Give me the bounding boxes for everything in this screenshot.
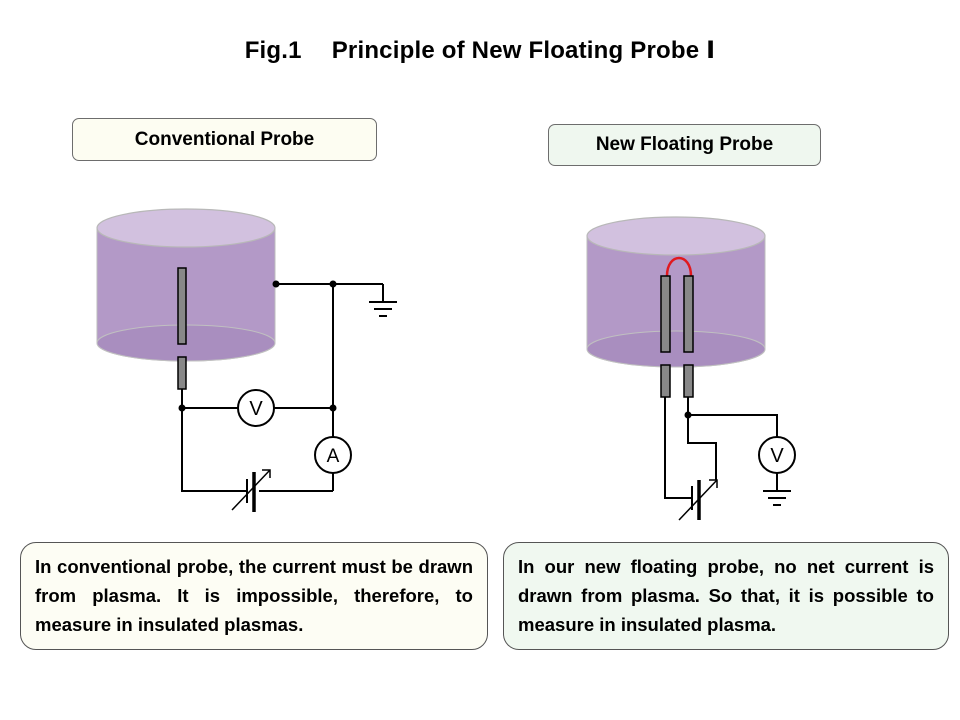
probe-rod-left xyxy=(177,267,187,345)
new-floating-probe-label: New Floating Probe xyxy=(548,124,821,166)
probe-rod-right-b xyxy=(683,275,694,353)
figure-number: Fig.1 xyxy=(244,37,302,64)
ammeter-icon: A xyxy=(314,436,352,474)
wire-junction-right xyxy=(684,411,692,419)
wire-junctions-left xyxy=(178,280,337,412)
voltmeter-icon-right: V xyxy=(758,436,796,474)
probe-rod-right-a xyxy=(660,275,671,353)
circuit-wires-right xyxy=(664,397,778,499)
ground-icon-right xyxy=(763,490,791,506)
voltmeter-symbol-left: V xyxy=(249,398,263,420)
figure-title: Fig.1 Principle of New Floating Probe Ⅰ xyxy=(0,36,960,65)
probe-lead-right-b xyxy=(683,364,694,398)
short-circuit-loop xyxy=(665,256,693,277)
floating-probe-description: In our new floating probe, no net curren… xyxy=(503,542,949,650)
variable-battery-icon-left xyxy=(231,469,271,512)
conventional-probe-label: Conventional Probe xyxy=(72,118,377,161)
figure-numeral: Ⅰ xyxy=(706,37,716,64)
variable-battery-icon-right xyxy=(678,479,718,521)
floating-probe-diagram: V xyxy=(586,216,796,521)
plasma-chamber-right xyxy=(586,216,766,368)
ground-icon-left xyxy=(369,301,397,317)
voltmeter-icon-left: V xyxy=(237,389,275,427)
conventional-probe-description: In conventional probe, the current must … xyxy=(20,542,488,650)
conventional-probe-diagram: V A xyxy=(96,208,397,512)
figure-title-text: Principle of New Floating Probe xyxy=(331,37,700,64)
probe-lead-right-a xyxy=(660,364,671,398)
voltmeter-symbol-right: V xyxy=(770,445,784,467)
probe-lead-left xyxy=(177,356,187,390)
ammeter-symbol: A xyxy=(327,446,340,467)
